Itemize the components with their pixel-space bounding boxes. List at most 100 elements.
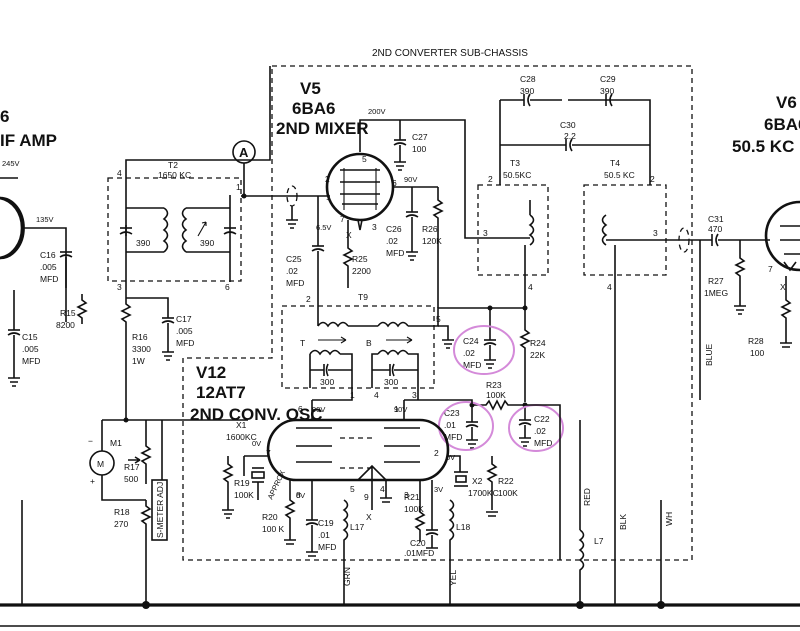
r18-resistor: R18 270 [114,500,152,605]
r27-resistor: R27 1MEG [704,240,746,315]
r22-resistor: R22 100K [486,456,518,517]
svg-text:R17: R17 [124,462,140,472]
t9-b-coil [371,349,419,388]
r19-resistor: R19 100K [222,456,254,519]
svg-text:8200: 8200 [56,320,75,330]
svg-text:7: 7 [340,214,345,224]
svg-text:22K: 22K [530,350,545,360]
voltage-90a: 90V [404,175,417,184]
svg-text:C29: C29 [600,74,616,84]
t2-freq: 1650 KC [158,170,191,180]
ground-c15 [8,377,20,387]
t3-pin3: 3 [483,228,488,238]
svg-text:MFD: MFD [463,360,481,370]
t3-freq: 50.5KC [503,170,531,180]
svg-text:X: X [780,282,786,292]
v5-func: 2ND MIXER [276,119,369,138]
v5-type: 6BA6 [292,99,335,118]
svg-text:2: 2 [325,174,330,184]
x2-crystal: X2 1700KC [448,455,499,498]
svg-text:390: 390 [520,86,534,96]
svg-text:C31: C31 [708,214,724,224]
r15-resistor: R15 8200 [56,294,88,330]
svg-text:C24: C24 [463,336,479,346]
t9-c1: 300 [310,363,352,387]
x1-crystal: X1 1600KC APPROX [226,420,287,501]
svg-text:100K: 100K [498,488,518,498]
svg-text:2200: 2200 [352,266,371,276]
svg-text:.01: .01 [318,530,330,540]
c15-capacitor: C15 .005 MFD [7,290,40,378]
svg-text:5: 5 [350,484,355,494]
r17-potentiometer: R17 500 [124,420,152,484]
t9-t-arrow [318,336,347,344]
m1-meter: M M1 − + [88,420,146,501]
wire-blue: BLUE [704,343,714,366]
voltage-90b: 90V [312,405,325,414]
v12-func: 2ND CONV. OSC [190,405,323,424]
svg-text:.02: .02 [534,426,546,436]
svg-text:1: 1 [394,404,399,414]
t9-ground [438,325,454,349]
svg-text:R20: R20 [262,512,278,522]
t9-pin2: 2 [306,294,311,304]
svg-text:−: − [88,436,93,446]
c23-highlight [438,401,494,451]
svg-text:MFD: MFD [318,542,336,552]
svg-text:100K: 100K [234,490,254,500]
svg-text:.005: .005 [40,262,57,272]
t4-coil [601,214,608,246]
svg-text:100K: 100K [486,390,506,400]
t4-pin4: 4 [607,282,612,292]
r16-resistor: R16 3300 1W [120,298,151,422]
svg-text:MFD: MFD [176,338,194,348]
svg-text:.02: .02 [463,348,475,358]
t4-name: T4 [610,158,620,168]
svg-text:R18: R18 [114,507,130,517]
svg-text:X: X [346,230,352,240]
svg-text:470: 470 [708,224,722,234]
svg-text:C27: C27 [412,132,428,142]
left-plate-wire [22,227,67,322]
t9-pin3: 3 [412,390,417,400]
v5-name: V5 [300,79,321,98]
voltage-0a: 0V [252,439,261,448]
svg-text:3: 3 [372,222,377,232]
voltage-135: 135V [36,215,54,224]
c19-capacitor: C19 .01 MFD [305,480,336,557]
v12-plate-wires [312,388,473,405]
svg-text:L7: L7 [594,536,604,546]
svg-text:.01MFD: .01MFD [404,548,434,558]
s-meter-adj-label: S-METER ADJ [151,420,168,541]
t9-t: T [300,338,305,348]
svg-text:300: 300 [384,377,398,387]
t4-freq: 50.5 KC [604,170,635,180]
r25-resistor: R25 2200 X [342,220,371,288]
svg-text:2: 2 [434,448,439,458]
c27-capacitor: C27 100 [393,120,428,171]
t4-wires [606,120,666,290]
v12-type: 12AT7 [196,383,246,402]
shield-v6 [678,227,690,253]
v6-type: 6BA6 [764,115,800,134]
t2-primary: 390 [119,178,169,298]
t2-pin6: 6 [225,282,230,292]
svg-text:M1: M1 [110,438,122,448]
svg-text:MFD: MFD [40,274,58,284]
svg-text:300: 300 [320,377,334,387]
svg-text:R19: R19 [234,478,250,488]
svg-text:.02: .02 [286,266,298,276]
r23-resistor: R23 100K [472,380,525,411]
t2-feed-wire [125,66,271,178]
svg-text:2.2: 2.2 [564,131,576,141]
svg-text:100: 100 [412,144,426,154]
t3-name: T3 [510,158,520,168]
t2-secondary: 390 [181,195,237,282]
svg-text:1MEG: 1MEG [704,288,728,298]
svg-text:R25: R25 [352,254,368,264]
svg-text:X1: X1 [236,420,247,430]
svg-text:MFD: MFD [444,432,462,442]
svg-text:C19: C19 [318,518,334,528]
svg-text:7: 7 [266,448,271,458]
